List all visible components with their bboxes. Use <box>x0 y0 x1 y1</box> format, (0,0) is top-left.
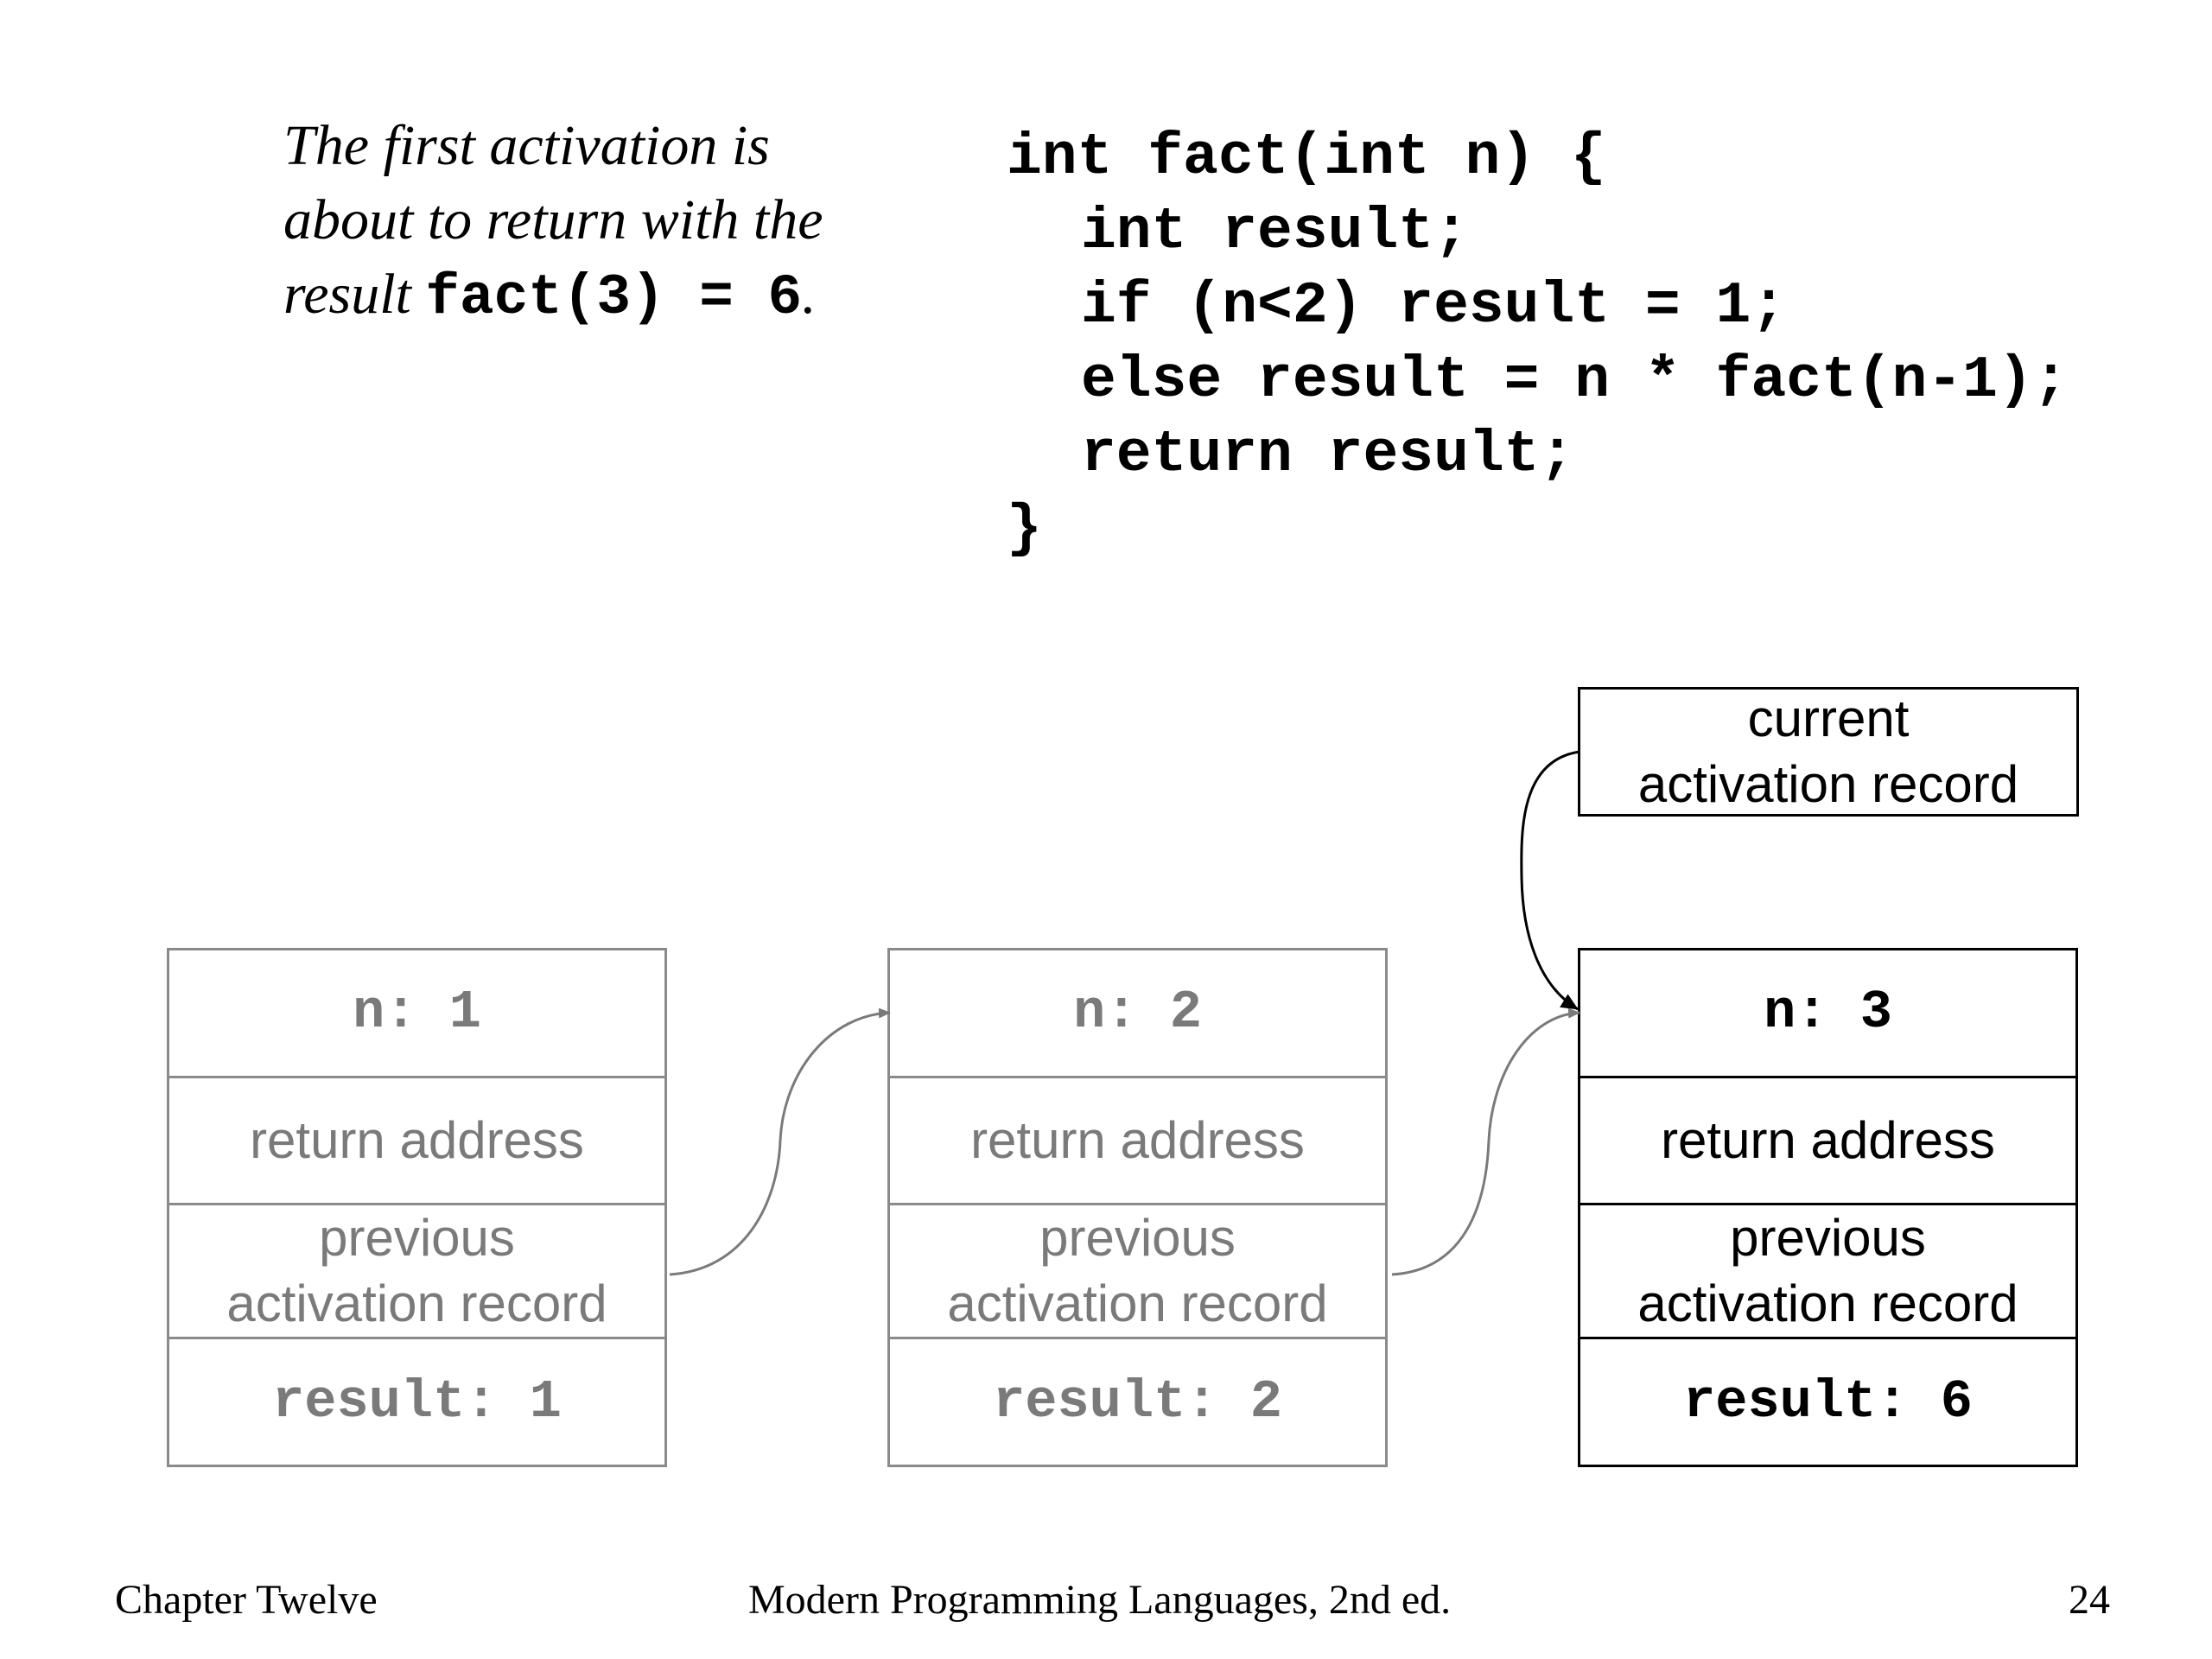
previous-link-arrow-1 <box>669 1007 891 1276</box>
caption-line-1: The first activation is <box>283 114 770 177</box>
record-previous-line-1: previous <box>319 1209 515 1268</box>
caption-line-3-prefix: result <box>283 263 426 326</box>
code-line: int result; <box>1081 199 1469 265</box>
footer-book-title: Modern Programming Languages, 2nd ed. <box>748 1577 1452 1623</box>
record-return-address: return address <box>250 1111 584 1169</box>
record-return-address: return address <box>970 1111 1305 1169</box>
record-previous-line-2: activation record <box>226 1274 607 1333</box>
record-result-value: result: 6 <box>1683 1370 1973 1433</box>
activation-record-2: n: 2 return address previous activation r… <box>887 948 1388 1467</box>
footer-chapter: Chapter Twelve <box>115 1577 378 1623</box>
record-result-cell: result: 2 <box>890 1337 1385 1465</box>
record-previous-line-2: activation record <box>947 1274 1328 1333</box>
record-result-cell: result: 1 <box>169 1337 664 1465</box>
code-line: return result; <box>1081 422 1575 488</box>
record-return-address-cell: return address <box>890 1075 1385 1204</box>
current-label-line-1: current <box>1747 690 1910 747</box>
code-line: int fact(int n) { <box>1007 124 1606 191</box>
code-listing: int fact(int n) { int result; if (n<2) res… <box>1007 121 2069 567</box>
record-result-value: result: 1 <box>272 1370 562 1433</box>
code-line: } <box>1007 496 1042 563</box>
record-return-address-cell: return address <box>1580 1075 2075 1204</box>
footer-page-number: 24 <box>2069 1577 2110 1623</box>
code-line: if (n<2) result = 1; <box>1081 273 1787 340</box>
record-previous-cell: previous activation record <box>890 1203 1385 1337</box>
record-n-value: n: 1 <box>353 982 481 1044</box>
activation-record-3: n: 3 return address previous activation r… <box>1578 948 2078 1467</box>
record-result-cell: result: 6 <box>1580 1337 2075 1465</box>
caption-line-2: about to return with the <box>283 188 823 251</box>
caption-line-3-suffix: . <box>802 263 817 326</box>
record-n-value: n: 3 <box>1764 982 1892 1044</box>
record-return-address: return address <box>1661 1111 1995 1169</box>
record-n-cell: n: 3 <box>1580 950 2075 1076</box>
activation-record-1: n: 1 return address previous activation r… <box>167 948 667 1467</box>
record-previous-line-2: activation record <box>1637 1274 2018 1333</box>
record-result-value: result: 2 <box>993 1370 1282 1433</box>
record-previous-line-1: previous <box>1730 1209 1926 1268</box>
record-n-cell: n: 2 <box>890 950 1385 1076</box>
record-previous-cell: previous activation record <box>169 1203 664 1337</box>
record-n-cell: n: 1 <box>169 950 664 1076</box>
record-previous-cell: previous activation record <box>1580 1203 2075 1337</box>
current-activation-record-label: current activation record <box>1578 687 2079 817</box>
current-label-line-2: activation record <box>1637 755 2019 813</box>
previous-link-arrow-2 <box>1391 1007 1580 1276</box>
record-n-value: n: 2 <box>1073 982 1202 1044</box>
slide-caption: The first activation is about to return … <box>283 109 975 335</box>
current-pointer-arrow <box>1520 750 1580 1011</box>
record-return-address-cell: return address <box>169 1075 664 1204</box>
record-previous-line-1: previous <box>1039 1209 1236 1268</box>
code-line: else result = n * fact(n-1); <box>1081 347 2069 414</box>
caption-code: fact(3) = 6 <box>425 265 803 330</box>
